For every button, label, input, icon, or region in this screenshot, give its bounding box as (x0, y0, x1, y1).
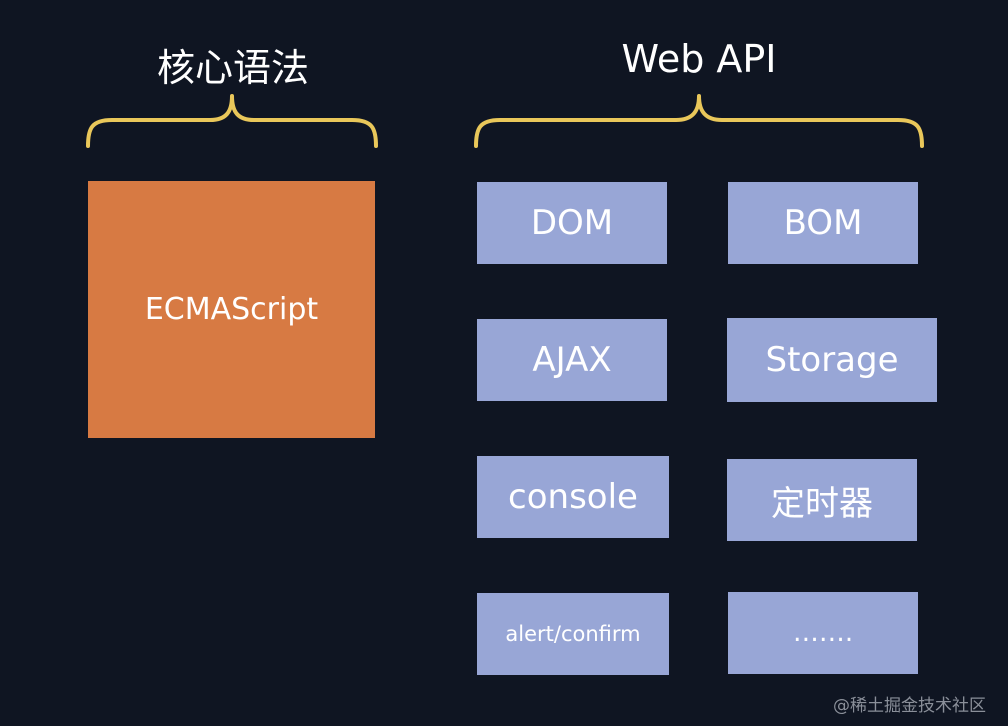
api-box-bom: BOM (728, 182, 918, 264)
ecmascript-box: ECMAScript (88, 181, 375, 438)
watermark: @稀土掘金技术社区 (833, 696, 986, 716)
api-box-label: BOM (783, 203, 863, 243)
api-box-label: AJAX (532, 340, 612, 380)
web-api-heading: Web API (621, 37, 777, 81)
api-box-label: 定时器 (771, 483, 873, 524)
api-box-label: alert/confirm (505, 622, 641, 646)
web-api-brace (474, 94, 924, 148)
api-box-alert-confirm: alert/confirm (477, 593, 669, 675)
api-box-label: console (508, 477, 638, 517)
api-box-label: Storage (765, 340, 899, 380)
api-box-timer: 定时器 (727, 459, 917, 541)
api-box-more: ……. (728, 592, 918, 674)
api-box-label: DOM (530, 203, 614, 243)
api-box-dom: DOM (477, 182, 667, 264)
api-box-storage: Storage (727, 318, 937, 402)
core-syntax-brace (86, 94, 378, 148)
api-box-ajax: AJAX (477, 319, 667, 401)
api-box-label: ……. (792, 618, 854, 648)
core-syntax-heading: 核心语法 (156, 46, 309, 90)
ecmascript-label: ECMAScript (144, 292, 319, 327)
api-box-console: console (477, 456, 669, 538)
